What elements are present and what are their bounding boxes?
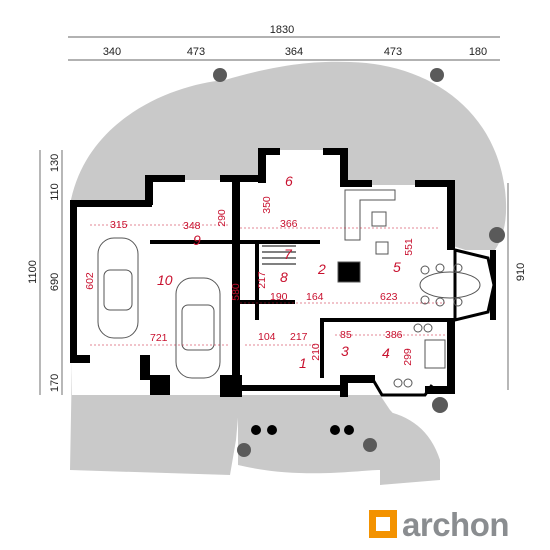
entrance-terrace — [238, 395, 402, 474]
dim-104: 104 — [258, 331, 276, 343]
dim-580: 580 — [230, 283, 242, 301]
left-dim-1: 130 — [49, 154, 61, 172]
archon-logo-icon — [369, 510, 397, 538]
room-3: 3 — [341, 343, 349, 359]
dim-164: 164 — [306, 291, 324, 303]
kitchen-bay — [370, 377, 434, 397]
dim-551: 551 — [403, 238, 415, 256]
room-5: 5 — [393, 259, 401, 275]
dining-table — [419, 263, 481, 307]
car-right — [175, 277, 221, 379]
room-2: 2 — [317, 261, 326, 277]
dim-210: 210 — [310, 343, 322, 361]
dim-348: 348 — [183, 220, 201, 232]
left-dim-2: 110 — [49, 183, 61, 201]
rear-terrace — [70, 61, 507, 250]
dim-721: 721 — [150, 332, 168, 344]
dim-290: 290 — [216, 209, 228, 227]
room-1: 1 — [299, 355, 307, 371]
left-dim-4: 170 — [49, 374, 61, 392]
dim-217a: 217 — [256, 271, 268, 289]
dim-299: 299 — [402, 348, 414, 366]
dim-315: 315 — [110, 219, 128, 231]
dimension-lines — [39, 36, 509, 395]
dim-623: 623 — [380, 291, 398, 303]
walls — [70, 148, 496, 397]
dim-217b: 217 — [290, 331, 308, 343]
side-ramp — [380, 410, 440, 485]
dim-602: 602 — [84, 272, 96, 290]
living-sofa — [337, 189, 396, 283]
front-path — [70, 360, 240, 475]
dim-386: 386 — [385, 329, 403, 341]
top-dim-4: 473 — [384, 46, 402, 58]
room-6: 6 — [285, 173, 293, 189]
dim-350: 350 — [261, 196, 273, 214]
building-interior — [75, 150, 495, 395]
dim-85: 85 — [340, 329, 352, 341]
dim-190: 190 — [270, 291, 288, 303]
red-dimension-lines — [90, 224, 445, 346]
top-dim-3: 364 — [285, 46, 303, 58]
room-9: 9 — [193, 232, 201, 248]
stairs — [262, 245, 296, 265]
car-left — [97, 237, 139, 339]
room-4: 4 — [382, 345, 390, 361]
archon-logo-text: archon — [402, 506, 510, 543]
left-dim-3: 690 — [49, 273, 61, 291]
dining-bay — [453, 248, 496, 322]
overall-depth-label: 1100 — [27, 260, 39, 284]
dim-366: 366 — [280, 218, 298, 230]
entrance-columns — [251, 425, 354, 435]
top-dim-2: 473 — [187, 46, 205, 58]
room-8: 8 — [280, 269, 288, 285]
top-dim-5: 180 — [469, 46, 487, 58]
room-10: 10 — [157, 272, 173, 288]
room-7: 7 — [284, 246, 293, 262]
overall-width-label: 1830 — [270, 24, 294, 36]
kitchen-fixtures — [393, 323, 446, 388]
right-dim: 910 — [515, 263, 527, 281]
plants — [213, 68, 505, 457]
top-dim-1: 340 — [103, 46, 121, 58]
